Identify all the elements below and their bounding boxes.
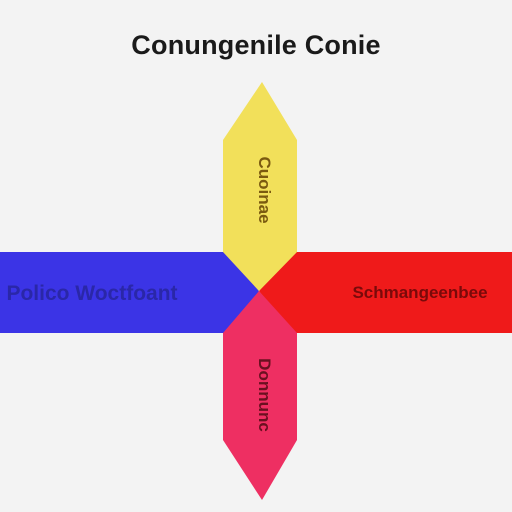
bottom-arm-label: Donnunc	[255, 358, 274, 432]
left-arm-label: Polico Woctfoant	[6, 282, 177, 305]
top-arm	[223, 82, 297, 291]
bottom-arm	[223, 291, 297, 500]
left-arm	[0, 252, 259, 333]
diagram-title: Conungenile Conie	[131, 30, 381, 60]
top-arm-label: Cuoinae	[255, 156, 274, 223]
right-arm	[259, 252, 512, 333]
right-arm-label: Schmangeenbee	[352, 283, 487, 302]
